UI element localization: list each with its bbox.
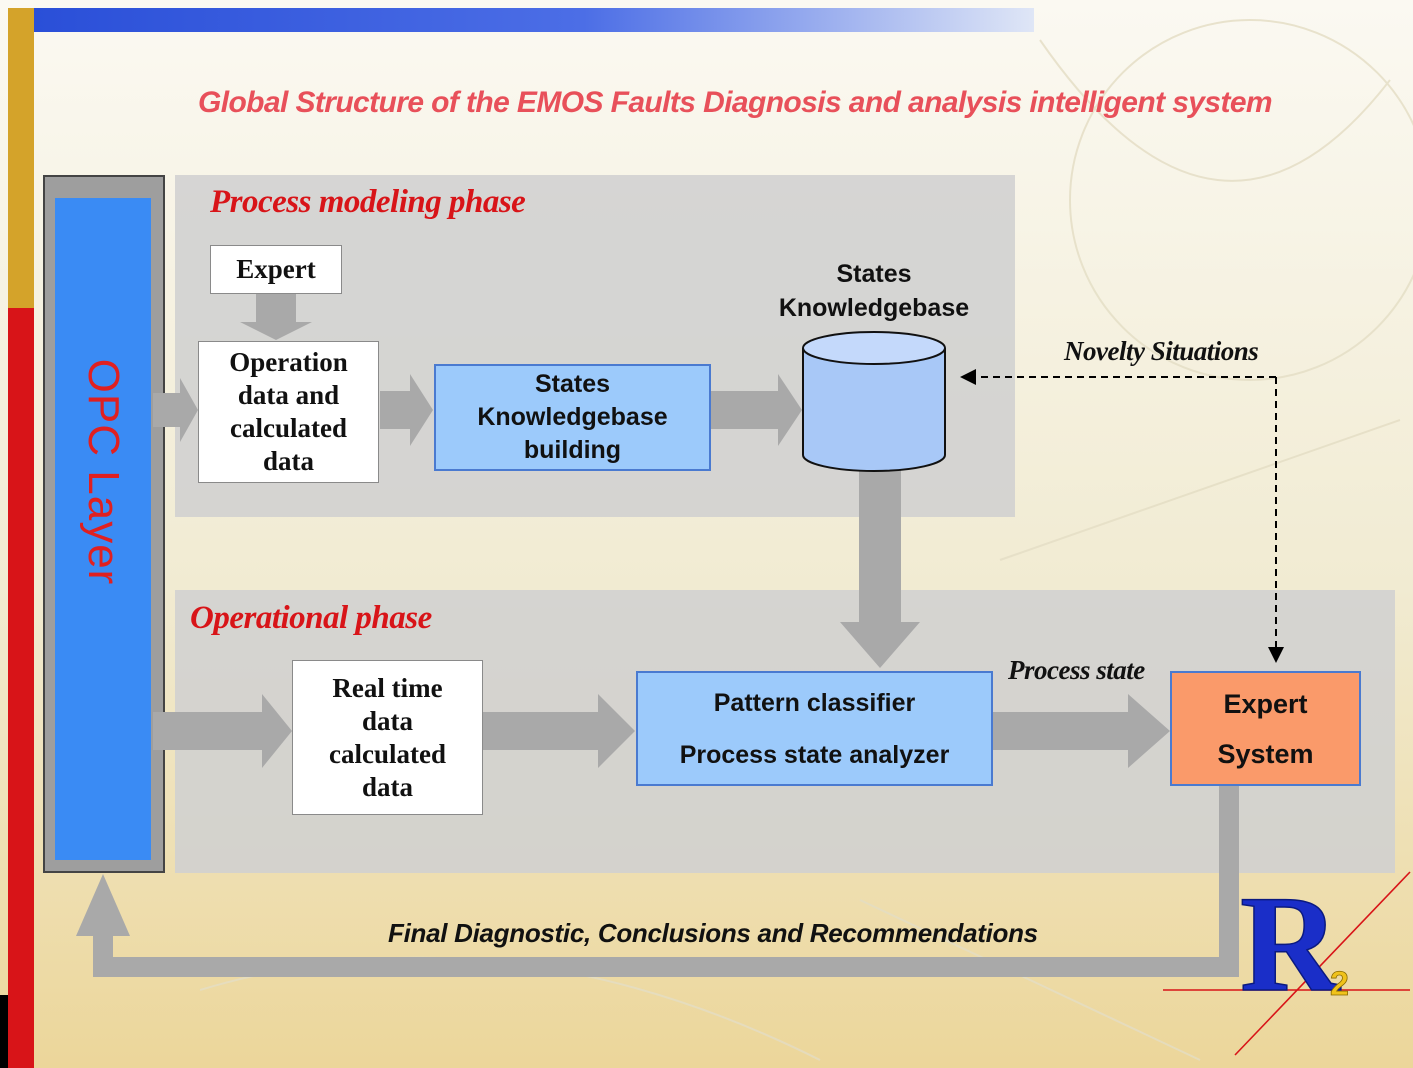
r2-logo-letter: R (1240, 867, 1341, 1020)
r2-logo-lines (1163, 871, 1411, 1056)
novelty-situations-label: Novelty Situations (1064, 336, 1259, 366)
arrow-realtime-to-classifier (483, 694, 635, 768)
left-accent-bar-red (8, 308, 34, 1068)
corner-mark (0, 995, 8, 1068)
top-gradient-bar (34, 8, 1034, 32)
arrow-expert-to-operation-data (240, 294, 312, 340)
arrow-opc-to-operation-data (153, 378, 198, 442)
arrow-kb-building-to-database (711, 374, 802, 446)
arrow-opc-to-realtime-data (153, 694, 292, 768)
opc-layer-bar (55, 198, 151, 860)
arrow-operation-data-to-kb-building (380, 374, 433, 446)
final-diagnostic-label: Final Diagnostic, Conclusions and Recomm… (388, 918, 1038, 948)
expert-system-label-line2: System (1217, 738, 1314, 769)
operation-data-box: Operation data and calculated data (198, 341, 379, 483)
r2-logo-subscript: 2 (1330, 965, 1349, 1003)
expert-box: Expert (210, 245, 342, 294)
arrow-feedback-to-opc (76, 786, 1239, 977)
process-state-label: Process state (1008, 655, 1145, 685)
states-knowledgebase-database-icon (802, 331, 946, 472)
expert-system-box: Expert System (1170, 671, 1361, 786)
expert-system-label-line1: Expert (1223, 688, 1308, 719)
pattern-classifier-label: Pattern classifier (713, 688, 916, 717)
pattern-classifier-box: Pattern classifier Process state analyze… (636, 671, 993, 786)
states-knowledgebase-label: States Knowledgebase (778, 260, 970, 322)
kb-building-box: States Knowledgebase building (434, 364, 711, 471)
process-modeling-phase-label: Process modeling phase (210, 184, 526, 220)
realtime-data-box: Real time data calculated data (292, 660, 483, 815)
operational-phase-label: Operational phase (190, 600, 432, 636)
process-state-analyzer-label: Process state analyzer (679, 740, 950, 769)
left-accent-bar-gold (8, 8, 34, 308)
arrow-classifier-to-expert-system (993, 694, 1170, 768)
slide-title: Global Structure of the EMOS Faults Diag… (197, 86, 1273, 119)
arrow-database-to-classifier (840, 470, 920, 668)
